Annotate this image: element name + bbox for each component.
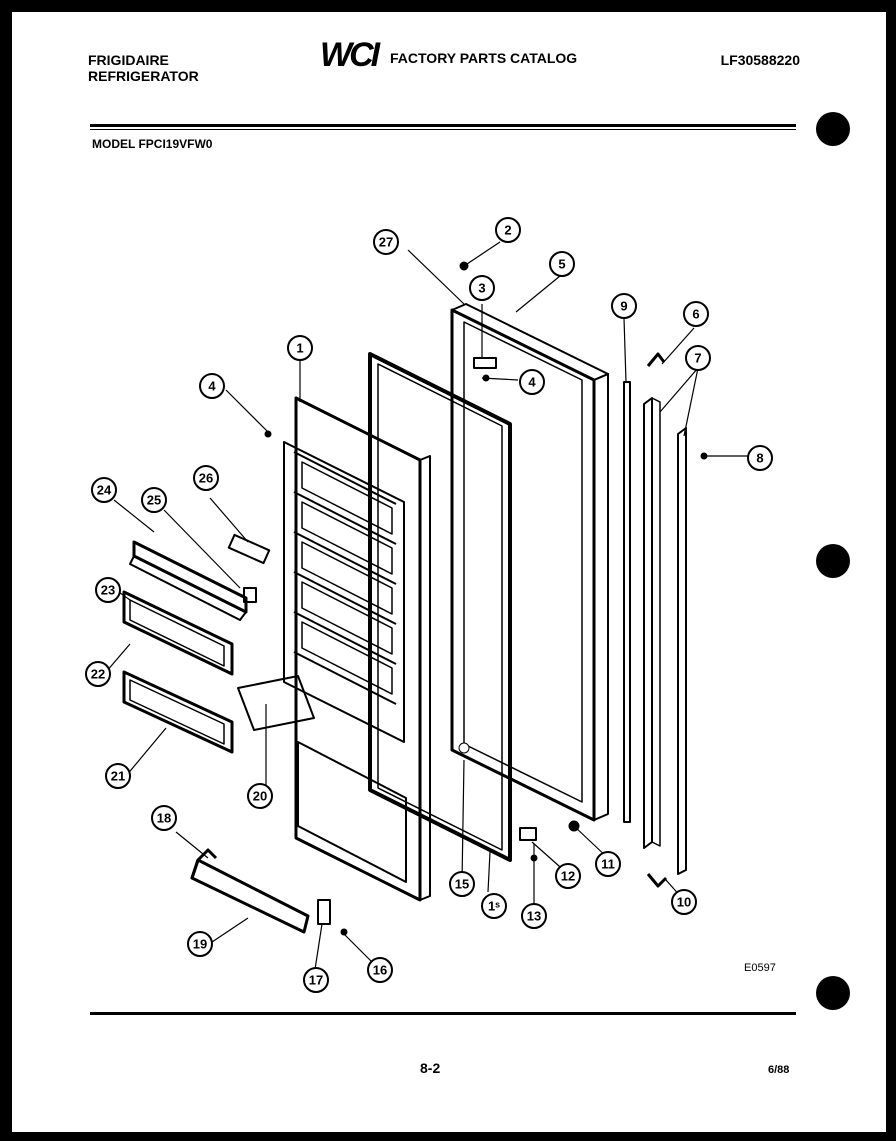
callout-label-17: 17 [309,973,323,988]
callout-21: 21 [105,763,131,789]
screws [264,261,708,936]
callout-label-25: 25 [147,493,161,508]
header-rule-thin [90,129,796,130]
callout-7: 7 [685,345,711,371]
callout-1: 1 [287,335,313,361]
parts-catalog-page: FRIGIDAIRE REFRIGERATOR WCI FACTORY PART… [12,12,886,1132]
callout-18: 18 [151,805,177,831]
callout-label-23: 23 [101,583,115,598]
callout-4: 4 [199,373,225,399]
callout-label-14: 1ˢ [488,899,500,914]
callout-19: 19 [187,931,213,957]
brand-block: FRIGIDAIRE REFRIGERATOR [88,52,199,84]
callout-24: 24 [91,477,117,503]
callout-20: 20 [247,783,273,809]
figure-code: E0597 [744,962,776,974]
callout-label-3: 3 [478,281,485,296]
callout-10: 10 [671,889,697,915]
callout-5: 5 [549,251,575,277]
wci-logo: WCI [320,36,380,74]
callout-8: 8 [747,445,773,471]
model-label: MODEL FPCI19VFW0 [92,137,213,151]
catalog-date: 6/88 [768,1064,790,1076]
small-parts [227,357,537,925]
callout-13: 13 [521,903,547,929]
callout-label-27: 27 [379,235,393,250]
callout-11: 11 [595,851,621,877]
callout-label-2: 2 [504,223,511,238]
callout-label-10: 10 [677,895,691,910]
inner-door-liner [283,396,431,902]
catalog-title: FACTORY PARTS CATALOG [390,50,578,66]
callout-2: 2 [495,217,521,243]
callout-label-19: 19 [193,937,207,952]
trim-strips [623,352,687,888]
callout-label-5: 5 [558,257,565,272]
header-rule [90,124,796,127]
callout-label-15: 15 [455,877,469,892]
footer-rule [90,1012,796,1015]
door-shelves [122,540,248,754]
callout-9: 9 [611,293,637,319]
brand-line-2: REFRIGERATOR [88,68,199,84]
callout-25: 25 [141,487,167,513]
callout-label-4: 4 [208,379,216,394]
callout-group: 2723596784412425262322212018191716151ˢ13… [85,217,773,993]
callout-label-20: 20 [253,789,267,804]
callout-label-11: 11 [601,857,615,872]
leader-lines [105,241,756,977]
callout-label-6: 6 [692,307,699,322]
outer-door-panel [450,303,609,822]
door-handle [190,848,310,934]
callout-16: 16 [367,957,393,983]
callout-label-4: 4 [528,375,536,390]
punch-hole-middle [816,544,850,578]
callout-17: 17 [303,967,329,993]
punch-hole-bottom [816,976,850,1010]
callout-label-21: 21 [111,769,125,784]
callout-23: 23 [95,577,121,603]
callout-label-1: 1 [296,341,303,356]
callout-label-8: 8 [756,451,763,466]
callout-4: 4 [519,369,545,395]
callout-12: 12 [555,863,581,889]
door-gasket [368,352,512,862]
callout-15: 15 [449,871,475,897]
callout-label-12: 12 [561,869,575,884]
punch-hole-top [816,112,850,146]
callout-label-9: 9 [620,299,627,314]
callout-label-18: 18 [157,811,171,826]
callout-label-24: 24 [97,483,112,498]
document-number: LF30588220 [720,52,800,68]
brand-line-1: FRIGIDAIRE [88,52,169,68]
callout-3: 3 [469,275,495,301]
callout-label-16: 16 [373,963,387,978]
callout-label-22: 22 [91,667,105,682]
exploded-parts-diagram: 2723596784412425262322212018191716151ˢ13… [85,217,773,993]
callout-label-26: 26 [199,471,213,486]
callout-22: 22 [85,661,111,687]
callout-27: 27 [373,229,399,255]
callout-14: 1ˢ [481,893,507,919]
callout-label-7: 7 [694,351,701,366]
callout-26: 26 [193,465,219,491]
callout-label-13: 13 [527,909,541,924]
callout-6: 6 [683,301,709,327]
page-number: 8-2 [420,1060,441,1076]
